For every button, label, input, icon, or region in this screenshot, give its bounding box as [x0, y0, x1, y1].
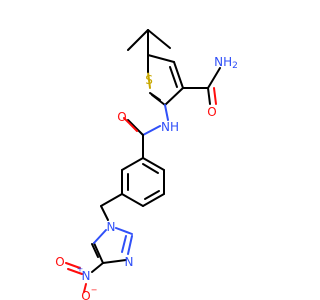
bond: [123, 117, 138, 132]
bond: [147, 29, 171, 49]
bond: [83, 283, 87, 293]
bond: [121, 193, 144, 207]
atom-labels: NH2 O S NH O N N N + O O −: [55, 55, 238, 300]
bond: [115, 227, 133, 235]
bond: [149, 92, 161, 101]
nitro-oxygen-double-label: O: [55, 255, 64, 269]
nitro-nitrogen-label: N: [82, 269, 91, 283]
bond: [67, 268, 83, 275]
molecule-canvas: NH2 O S NH O N N N + O O −: [0, 0, 300, 300]
carboxamide-group: [182, 67, 221, 105]
bond: [142, 157, 165, 171]
thiophene-sulfur-label: S: [145, 73, 153, 87]
bond: [127, 235, 133, 255]
benzoyl-oxygen-label: O: [117, 110, 126, 124]
bond: [100, 205, 109, 221]
bond: [144, 190, 160, 200]
bond: [164, 104, 169, 121]
bond: [121, 235, 127, 253]
bond: [91, 243, 99, 258]
methylene-linker: [100, 193, 123, 221]
nitro-group: [65, 262, 104, 293]
benzene-ring: [121, 157, 165, 207]
bond: [93, 242, 104, 264]
bond: [207, 67, 221, 89]
bond: [142, 193, 165, 207]
bond: [121, 157, 144, 171]
amide-oxygen-label: O: [207, 105, 216, 119]
bond: [100, 193, 123, 207]
bond: [127, 119, 144, 136]
nitro-oxygen-anion-charge: −: [91, 286, 98, 295]
bond: [164, 87, 184, 106]
bond: [142, 163, 159, 174]
bond: [93, 229, 107, 244]
bond: [65, 262, 81, 269]
amide-nh2-label: NH2: [214, 55, 238, 71]
bond: [102, 259, 127, 264]
nitro-nitrogen-charge: +: [77, 265, 84, 274]
bond: [147, 71, 151, 89]
molecule-structure: NH2 O S NH O N N N + O O −: [0, 0, 300, 300]
pyrazole-n1-label: N: [107, 220, 116, 234]
thiophene-ring: [147, 54, 184, 106]
bond: [142, 125, 161, 136]
bond: [91, 262, 104, 273]
pyrazole-ring: [91, 227, 133, 264]
bond: [213, 87, 217, 105]
nitro-oxygen-anion-label: O: [81, 289, 90, 300]
bond: [173, 61, 184, 89]
amide-linker: [123, 104, 169, 159]
isopropyl-group: [127, 29, 171, 56]
background: [0, 0, 300, 300]
bond: [169, 66, 178, 88]
bond: [147, 54, 175, 63]
amide-link-nh-label: NH: [161, 120, 179, 134]
pyrazole-n2-label: N: [125, 255, 134, 269]
bond: [127, 29, 149, 51]
bond: [207, 87, 211, 105]
